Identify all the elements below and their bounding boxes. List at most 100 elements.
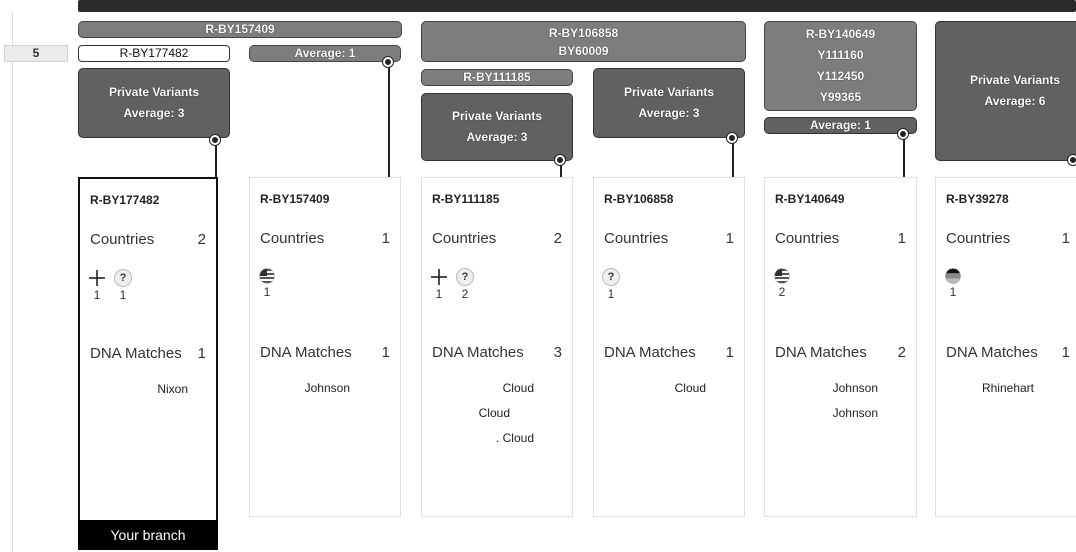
country-icons: 2 bbox=[774, 268, 790, 299]
cross-icon bbox=[431, 269, 447, 285]
branch-header-r-by106858[interactable]: R-BY106858 BY60009 bbox=[421, 21, 746, 62]
dna-matches-label: DNA Matches bbox=[90, 345, 182, 362]
private-variants-box[interactable]: Private Variants Average: 3 bbox=[421, 93, 573, 161]
private-variants-average: Average: 3 bbox=[638, 106, 700, 120]
match-name[interactable]: Johnson bbox=[832, 406, 878, 420]
connector-dot bbox=[1068, 155, 1076, 165]
branch-id: R-BY39278 bbox=[946, 192, 1009, 206]
branch-card[interactable]: R-BY140649 Countries 1 2 DNA Matches 2 J… bbox=[764, 177, 917, 517]
countries-label: Countries bbox=[260, 230, 325, 247]
country-icons: 1 ? 2 bbox=[431, 268, 474, 301]
dna-matches-count: 1 bbox=[197, 345, 206, 362]
country-item[interactable]: 1 bbox=[89, 269, 105, 302]
average-badge[interactable]: Average: 1 bbox=[764, 117, 917, 134]
countries-count: 1 bbox=[381, 230, 390, 247]
country-item[interactable]: 1 bbox=[945, 268, 961, 299]
country-count: 1 bbox=[949, 285, 957, 299]
dna-matches-label: DNA Matches bbox=[604, 344, 696, 361]
countries-count: 2 bbox=[553, 230, 562, 247]
countries-label: Countries bbox=[946, 230, 1011, 247]
your-snp-label[interactable]: R-BY177482 bbox=[78, 45, 230, 62]
your-branch-label: Your branch bbox=[78, 520, 218, 550]
dna-matches-label: DNA Matches bbox=[946, 344, 1038, 361]
match-name[interactable]: Johnson bbox=[832, 381, 878, 395]
snp-line: R-BY140649 bbox=[805, 27, 876, 41]
snp-line: Y112450 bbox=[816, 69, 865, 83]
dna-matches-count: 2 bbox=[897, 344, 906, 361]
dna-matches-label: DNA Matches bbox=[432, 344, 524, 361]
dna-matches-count: 1 bbox=[381, 344, 390, 361]
match-names: Nixon bbox=[80, 377, 188, 402]
row-divider bbox=[12, 12, 13, 552]
country-count: 1 bbox=[435, 287, 443, 301]
country-item[interactable]: 1 bbox=[431, 268, 447, 301]
countries-count: 1 bbox=[1061, 230, 1070, 247]
question-icon: ? bbox=[114, 269, 132, 287]
branch-header-r-by111185[interactable]: R-BY111185 bbox=[421, 69, 573, 86]
snp-line: Y111160 bbox=[817, 48, 864, 62]
country-icons: 1 bbox=[259, 268, 275, 299]
country-item[interactable]: ? 2 bbox=[456, 268, 474, 301]
private-variants-box[interactable]: Private Variants Average: 3 bbox=[78, 68, 230, 138]
countries-label: Countries bbox=[90, 231, 155, 248]
private-variants-box[interactable]: Private Variants Average: 3 bbox=[593, 68, 745, 138]
match-name[interactable]: . Cloud bbox=[495, 431, 534, 445]
branch-id: R-BY177482 bbox=[90, 193, 160, 207]
match-name[interactable]: Rhinehart bbox=[981, 381, 1034, 395]
branch-header-r-by140649[interactable]: R-BY140649 Y111160 Y112450 Y99365 bbox=[764, 21, 917, 111]
country-count: 1 bbox=[93, 288, 101, 302]
countries-label: Countries bbox=[432, 230, 497, 247]
dna-matches-count: 1 bbox=[1061, 344, 1070, 361]
branch-header-r-by157409[interactable]: R-BY157409 bbox=[78, 21, 402, 38]
country-count: 2 bbox=[778, 285, 786, 299]
connector-line bbox=[215, 143, 217, 177]
connector-line bbox=[388, 66, 390, 177]
question-icon: ? bbox=[602, 268, 620, 286]
branch-id: R-BY106858 bbox=[604, 192, 674, 206]
branch-snp: BY60009 bbox=[558, 44, 609, 58]
connector-line bbox=[560, 164, 562, 177]
snp-line: Y99365 bbox=[819, 90, 862, 104]
branch-card-your-branch[interactable]: R-BY177482 Countries 2 1 ? 1 DNA Matches… bbox=[78, 177, 218, 522]
countries-count: 1 bbox=[897, 230, 906, 247]
private-variants-box[interactable]: Private Variants Average: 6 bbox=[935, 21, 1076, 161]
match-name[interactable]: Cloud bbox=[674, 381, 706, 395]
match-name[interactable]: Cloud bbox=[502, 381, 534, 395]
country-count: 2 bbox=[461, 287, 469, 301]
branch-card[interactable]: R-BY106858 Countries 1 ? 1 DNA Matches 1… bbox=[593, 177, 745, 517]
connector-line bbox=[903, 138, 905, 177]
us-flag-icon bbox=[259, 268, 275, 284]
country-count: 1 bbox=[119, 288, 127, 302]
average-badge[interactable]: Average: 1 bbox=[249, 45, 401, 62]
country-item[interactable]: ? 1 bbox=[114, 269, 132, 302]
country-count: 1 bbox=[263, 285, 271, 299]
countries-label: Countries bbox=[775, 230, 840, 247]
germany-flag-icon bbox=[945, 268, 961, 284]
branch-name: R-BY106858 bbox=[548, 26, 619, 40]
countries-count: 1 bbox=[725, 230, 734, 247]
branch-card[interactable]: R-BY39278 Countries 1 1 DNA Matches 1 Rh… bbox=[935, 177, 1076, 517]
branch-id: R-BY157409 bbox=[260, 192, 330, 206]
country-item[interactable]: ? 1 bbox=[602, 268, 620, 301]
row-number: 5 bbox=[4, 45, 68, 62]
match-names: Cloud Cloud . Cloud bbox=[422, 376, 534, 451]
country-item[interactable]: 2 bbox=[774, 268, 790, 299]
connector-dot bbox=[727, 133, 737, 143]
country-icons: ? 1 bbox=[602, 268, 620, 301]
match-names: Cloud bbox=[594, 376, 706, 401]
match-names: Johnson bbox=[250, 376, 350, 401]
branch-id: R-BY140649 bbox=[775, 192, 845, 206]
match-names: Rhinehart bbox=[936, 376, 1034, 401]
country-icons: 1 ? 1 bbox=[89, 269, 132, 302]
country-count: 1 bbox=[607, 287, 615, 301]
countries-count: 2 bbox=[197, 231, 206, 248]
branch-card[interactable]: R-BY157409 Countries 1 1 DNA Matches 1 J… bbox=[249, 177, 401, 517]
connector-dot bbox=[210, 135, 220, 145]
match-name[interactable]: Nixon bbox=[157, 382, 188, 396]
match-name[interactable]: Johnson bbox=[304, 381, 350, 395]
branch-card[interactable]: R-BY111185 Countries 2 1 ? 2 DNA Matches… bbox=[421, 177, 573, 517]
match-name[interactable]: Cloud bbox=[478, 406, 510, 420]
country-item[interactable]: 1 bbox=[259, 268, 275, 299]
connector-dot bbox=[555, 155, 565, 165]
dna-matches-count: 3 bbox=[553, 344, 562, 361]
